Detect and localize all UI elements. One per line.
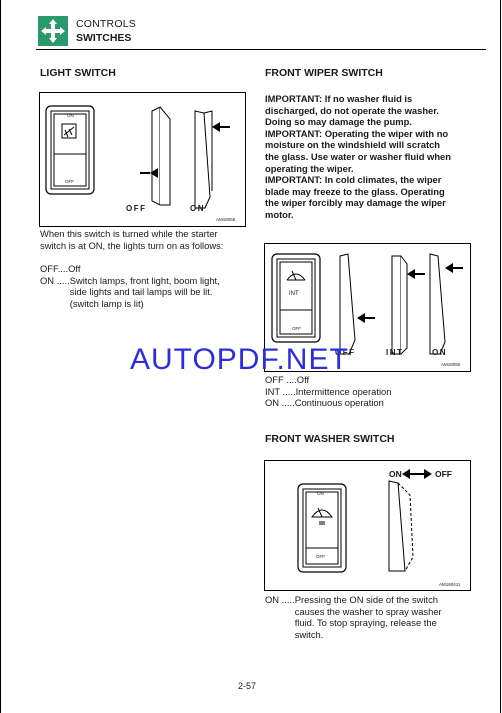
controls-icon (38, 16, 68, 46)
def-key: ON ..... (265, 397, 295, 409)
def-item: OFF .... Off (265, 374, 490, 386)
text-line: the wiper forcibly may damage the wiper (265, 197, 446, 209)
def-text: fluid. To stop spraying, release the (294, 617, 437, 629)
text-line: discharged, do not operate the washer. (265, 104, 439, 116)
text-line: the glass. Use water or washer fluid whe… (265, 150, 451, 162)
def-item: ON ..... Pressing the ON side of the swi… (265, 594, 490, 640)
def-text: switch. (294, 628, 324, 640)
front-wiper-important: IMPORTANT: If no washer fluid is dischar… (265, 93, 490, 221)
header-subtitle: SWITCHES (76, 32, 132, 44)
header-divider (36, 49, 486, 50)
light-switch-heading: LIGHT SWITCH (40, 67, 116, 79)
front-wiper-figure-code: AM18050 (441, 362, 461, 367)
front-washer-figure-code: AM180411 (439, 582, 461, 587)
light-switch-defs: OFF.... Off ON ..... Switch lamps, front… (40, 263, 255, 309)
front-wiper-label-on: ON (432, 348, 447, 357)
header-title: CONTROLS (76, 18, 136, 30)
front-washer-on-mark: ON (317, 491, 324, 496)
front-washer-defs: ON ..... Pressing the ON side of the swi… (265, 594, 490, 640)
light-switch-figure-code: AM18056 (216, 217, 236, 222)
front-washer-figure: ON OFF ON OFF AM180411 (264, 460, 471, 591)
def-text: Off (296, 374, 310, 385)
light-switch-figure: ON OFF OFF ON AM18056 (39, 92, 246, 227)
front-washer-off-mark: OFF (316, 554, 325, 559)
def-item: ON ..... Switch lamps, front light, boom… (40, 275, 255, 310)
def-text: Intermittence operation (295, 385, 392, 397)
front-wiper-heading: FRONT WIPER SWITCH (265, 67, 383, 79)
text-line: moisture on the windshield will scratch (265, 139, 441, 151)
front-wiper-label-off: OFF (335, 348, 356, 357)
front-washer-arrow-on: ON (389, 469, 402, 479)
def-text: Switch lamps, front light, boom light, (69, 274, 220, 286)
light-switch-label-off: OFF (126, 204, 147, 213)
text-line: operating the wiper. (265, 162, 354, 174)
front-wiper-defs: OFF .... Off INT ..... Intermittence ope… (265, 374, 490, 409)
light-switch-off-mark: OFF (65, 179, 74, 184)
def-item: ON ..... Continuous operation (265, 397, 490, 409)
text-line: switch is at ON, the lights turn on as f… (40, 239, 224, 251)
def-item: OFF.... Off (40, 263, 255, 275)
front-washer-heading: FRONT WASHER SWITCH (265, 433, 395, 445)
text-line: motor. (265, 208, 294, 220)
front-wiper-int-mark: INT (289, 291, 299, 297)
def-text: Continuous operation (294, 397, 384, 409)
def-key: ON ..... (265, 594, 295, 605)
text-line: IMPORTANT: Operating the wiper with no (265, 127, 449, 139)
text-line: IMPORTANT: In cold climates, the wiper (265, 174, 442, 186)
def-text: (switch lamp is lit) (69, 297, 144, 309)
light-switch-on-mark: ON (67, 113, 74, 118)
front-washer-arrow-off: OFF (435, 469, 452, 479)
watermark: AUTOPDF.NET (130, 343, 349, 376)
page-number: 2-57 (238, 681, 257, 691)
def-text: Off (68, 263, 81, 274)
front-wiper-off-mark: OFF (292, 326, 301, 331)
def-key: ON ..... (40, 274, 70, 286)
front-wiper-label-int: INT (386, 348, 404, 357)
text-line: blade may freeze to the glass. Operating (265, 185, 445, 197)
light-switch-label-on: ON (190, 204, 205, 213)
def-key: OFF.... (40, 263, 69, 274)
light-switch-intro: When this switch is turned while the sta… (40, 228, 255, 251)
def-text: causes the washer to spray washer (294, 605, 442, 617)
front-wiper-figure: INT OFF OFF INT ON AM18050 (264, 243, 471, 372)
text-line: IMPORTANT: If no washer fluid is (265, 93, 413, 104)
def-text: side lights and tail lamps will be lit. (69, 286, 213, 298)
def-text: Pressing the ON side of the switch (294, 594, 438, 605)
text-line: Doing so may damage the pump. (265, 116, 412, 128)
text-line: When this switch is turned while the sta… (40, 228, 218, 239)
def-key: OFF .... (265, 374, 297, 385)
def-key: INT ..... (265, 385, 296, 397)
def-item: INT ..... Intermittence operation (265, 386, 490, 398)
